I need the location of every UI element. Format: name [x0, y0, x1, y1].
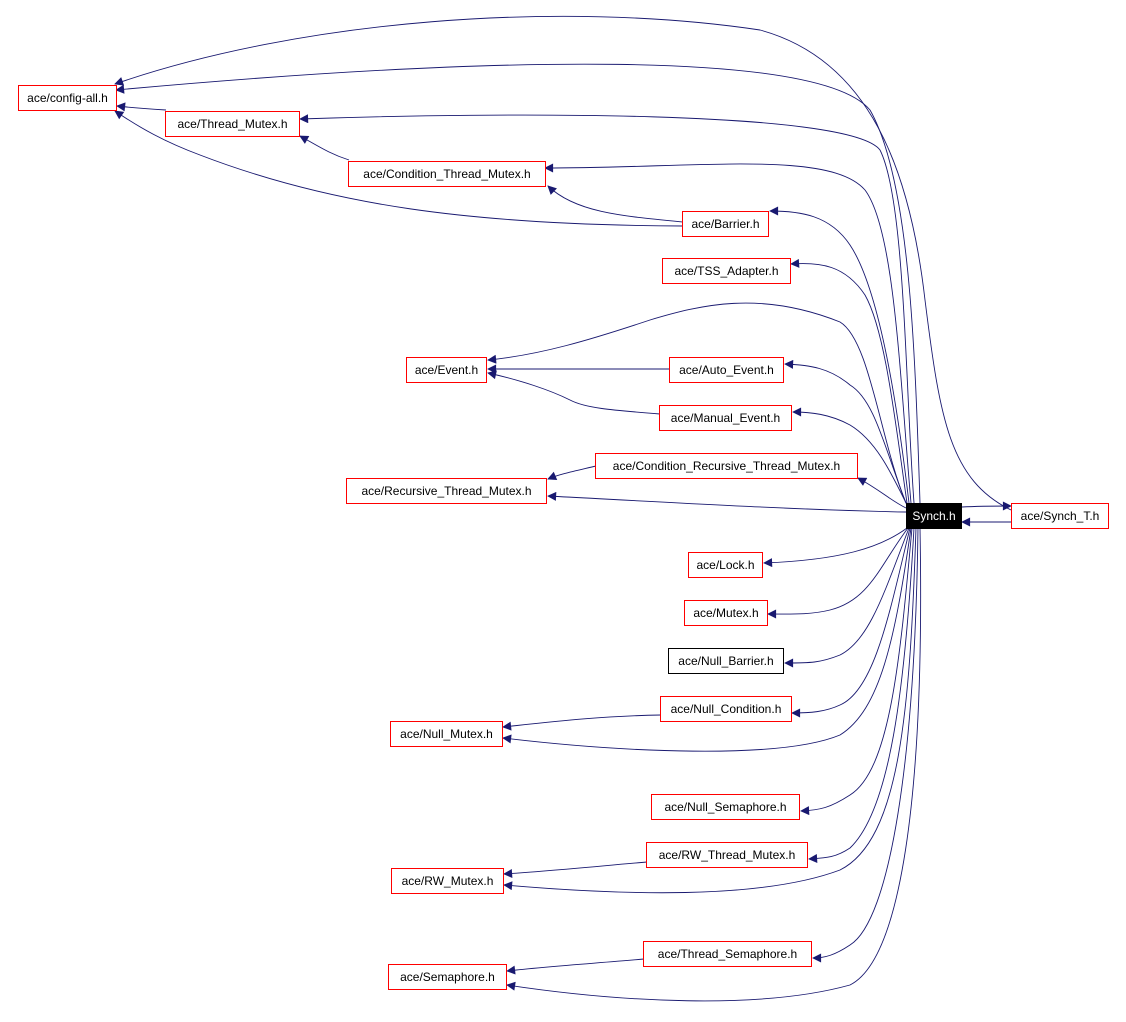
node-label: ace/Null_Mutex.h	[400, 727, 493, 741]
node-event[interactable]: ace/Event.h	[406, 357, 487, 383]
node-config-all[interactable]: ace/config-all.h	[18, 85, 117, 111]
edge-synch-to-null-semaphore	[800, 527, 913, 816]
edge-null-condition-to-null-mutex	[502, 714, 662, 731]
node-rec-thread-mutex[interactable]: ace/Recursive_Thread_Mutex.h	[346, 478, 547, 504]
edge-synch-to-rw-thread-mutex	[808, 527, 915, 863]
edge-synch-t-to-config-all	[114, 15, 1012, 511]
node-label: ace/Synch_T.h	[1021, 509, 1100, 523]
node-label: ace/RW_Mutex.h	[402, 874, 494, 888]
node-box	[688, 552, 763, 578]
node-box	[660, 696, 792, 722]
node-label: ace/Null_Condition.h	[671, 702, 782, 716]
node-mutex[interactable]: ace/Mutex.h	[684, 600, 768, 626]
edge-synch-to-thread-mutex	[299, 114, 915, 504]
edge-synch-to-lock	[763, 527, 908, 568]
edge-synch-to-null-condition	[791, 527, 911, 718]
node-null-barrier[interactable]: ace/Null_Barrier.h	[668, 648, 784, 674]
node-label: ace/Barrier.h	[691, 217, 759, 231]
node-box	[595, 453, 858, 479]
node-box	[668, 648, 784, 674]
edge-thread-mutex-to-config-all	[116, 102, 167, 112]
node-box	[646, 842, 808, 868]
node-thread-semaphore[interactable]: ace/Thread_Semaphore.h	[643, 941, 812, 967]
node-semaphore[interactable]: ace/Semaphore.h	[388, 964, 507, 990]
node-box	[406, 357, 487, 383]
node-box	[906, 503, 962, 529]
edge-synch-to-null-mutex	[502, 527, 912, 752]
node-box	[18, 85, 117, 111]
node-box	[643, 941, 812, 967]
node-box	[662, 258, 791, 284]
edge-synch-to-rec-thread-mutex	[547, 491, 907, 513]
node-box	[165, 111, 300, 137]
node-label: ace/Null_Barrier.h	[678, 654, 773, 668]
edge-rw-thread-mutex-to-rw-mutex	[503, 861, 648, 878]
node-box	[651, 794, 800, 820]
edge-synch-to-cond-thread-mutex	[544, 163, 912, 504]
node-null-semaphore[interactable]: ace/Null_Semaphore.h	[651, 794, 800, 820]
edge-barrier-to-config-all	[114, 110, 684, 227]
node-tss-adapter[interactable]: ace/TSS_Adapter.h	[662, 258, 791, 284]
node-rw-mutex[interactable]: ace/RW_Mutex.h	[391, 868, 504, 894]
node-label: ace/Mutex.h	[693, 606, 758, 620]
node-barrier[interactable]: ace/Barrier.h	[682, 211, 769, 237]
edge-synch-to-auto-event	[784, 359, 907, 504]
node-thread-mutex[interactable]: ace/Thread_Mutex.h	[165, 111, 300, 137]
edge-barrier-to-cond-thread-mutex	[547, 185, 684, 223]
node-cond-rec-thread-mutex[interactable]: ace/Condition_Recursive_Thread_Mutex.h	[595, 453, 858, 479]
node-rw-thread-mutex[interactable]: ace/RW_Thread_Mutex.h	[646, 842, 808, 868]
edge-synch-to-tss-adapter	[790, 258, 908, 504]
edge-synch-to-synch-t	[961, 501, 1012, 511]
node-box	[391, 868, 504, 894]
node-box	[669, 357, 784, 383]
node-label: ace/Auto_Event.h	[679, 363, 774, 377]
node-label: ace/Semaphore.h	[400, 970, 495, 984]
node-manual-event[interactable]: ace/Manual_Event.h	[659, 405, 792, 431]
node-box	[1011, 503, 1109, 529]
node-label: ace/Thread_Mutex.h	[177, 117, 287, 131]
edge-manual-event-to-event	[487, 370, 661, 415]
node-box	[346, 478, 547, 504]
edge-synch-to-thread-semaphore	[812, 527, 919, 963]
node-label: ace/Condition_Recursive_Thread_Mutex.h	[613, 459, 840, 473]
edge-synch-to-barrier	[769, 206, 910, 504]
node-synch: Synch.h	[906, 503, 962, 529]
node-label: ace/Manual_Event.h	[671, 411, 780, 425]
edge-synch-to-mutex	[767, 527, 909, 619]
node-box	[388, 964, 507, 990]
node-box	[390, 721, 503, 747]
node-label: Synch.h	[912, 509, 955, 523]
edge-synch-to-manual-event	[792, 407, 908, 506]
node-label: ace/Null_Semaphore.h	[664, 800, 786, 814]
edge-synch-to-semaphore	[506, 527, 922, 1002]
node-label: ace/RW_Thread_Mutex.h	[659, 848, 796, 862]
node-lock[interactable]: ace/Lock.h	[688, 552, 763, 578]
edge-thread-semaphore-to-semaphore	[506, 958, 645, 975]
edge-synch-to-rw-mutex	[503, 527, 917, 894]
node-label: ace/Lock.h	[696, 558, 754, 572]
node-label: ace/Thread_Semaphore.h	[658, 947, 797, 961]
edge-synch-to-event	[487, 302, 907, 504]
edge-cond-thread-mutex-to-thread-mutex	[299, 135, 350, 161]
node-null-mutex[interactable]: ace/Null_Mutex.h	[390, 721, 503, 747]
node-box	[348, 161, 546, 187]
node-label: ace/Event.h	[415, 363, 478, 377]
node-cond-thread-mutex[interactable]: ace/Condition_Thread_Mutex.h	[348, 161, 546, 187]
edge-cond-rec-thread-mutex-to-rec-thread-mutex	[547, 465, 597, 481]
node-box	[684, 600, 768, 626]
node-label: ace/config-all.h	[27, 91, 108, 105]
node-label: ace/Recursive_Thread_Mutex.h	[361, 484, 531, 498]
node-box	[682, 211, 769, 237]
node-label: ace/Condition_Thread_Mutex.h	[363, 167, 530, 181]
node-label: ace/TSS_Adapter.h	[674, 264, 778, 278]
edge-synch-to-config-all	[115, 63, 921, 504]
edge-synch-to-null-barrier	[784, 527, 910, 668]
edge-synch-to-cond-rec-thread-mutex	[857, 477, 907, 509]
node-synch-t[interactable]: ace/Synch_T.h	[1011, 503, 1109, 529]
node-auto-event[interactable]: ace/Auto_Event.h	[669, 357, 784, 383]
node-box	[659, 405, 792, 431]
node-null-condition[interactable]: ace/Null_Condition.h	[660, 696, 792, 722]
